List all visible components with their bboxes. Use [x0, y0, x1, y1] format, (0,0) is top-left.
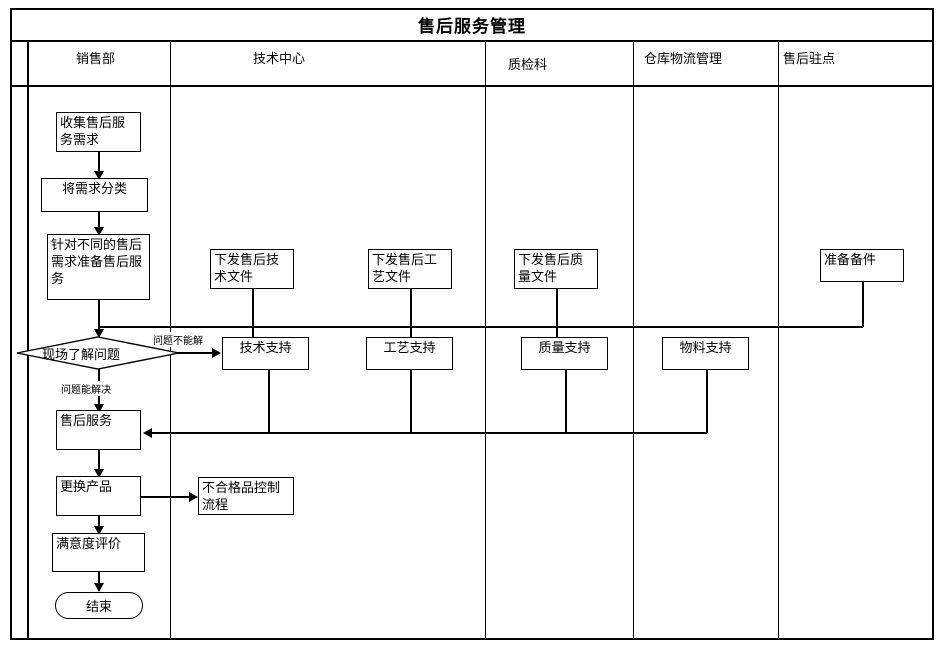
node-issue-quality-doc[interactable]: 下发售后质量文件: [514, 249, 598, 289]
node-label: 物料支持: [679, 341, 732, 356]
node-label: 更换产品: [60, 480, 113, 495]
node-label: 不合格品控制流程: [202, 481, 281, 513]
node-issue-process-doc[interactable]: 下发售后工艺文件: [368, 249, 452, 289]
node-label: 下发售后工艺文件: [372, 253, 438, 285]
node-label: 工艺支持: [383, 341, 436, 356]
connector-qualitysupport-drop: [565, 370, 567, 433]
node-collect-service-demand[interactable]: 收集售后服务需求: [56, 112, 141, 152]
edge-label-can-solve: 问题能解决: [60, 381, 112, 396]
connector-spares-bus: [98, 326, 863, 328]
node-label: 准备备件: [824, 253, 877, 268]
node-label: 结束: [85, 600, 112, 615]
node-classify-demand[interactable]: 将需求分类: [41, 178, 148, 212]
title-separator: [10, 40, 934, 42]
node-label: 售后服务: [60, 414, 113, 429]
node-after-sales-service[interactable]: 售后服务: [56, 410, 141, 450]
node-label: 满意度评价: [56, 537, 122, 552]
lane-divider-qc-warehouse: [633, 41, 634, 640]
node-nonconforming-control-process[interactable]: 不合格品控制流程: [198, 477, 294, 515]
connector-service-replace: [98, 450, 100, 476]
node-tech-support[interactable]: 技术支持: [222, 337, 309, 370]
node-end[interactable]: 结束: [55, 592, 143, 619]
lane-header-sales: 销售部: [76, 52, 116, 67]
arrow-n1-n2: [94, 171, 104, 180]
diagram-outer-frame: [10, 8, 934, 640]
connector-satisfaction-end: [98, 572, 100, 590]
arrow-decision-tech-support: [212, 348, 221, 358]
arrow-service-replace: [94, 469, 104, 478]
connector-replace-satisfaction: [98, 516, 100, 533]
arrow-n3-decision: [94, 329, 104, 338]
lane-header-station: 售后驻点: [783, 52, 836, 67]
lane-header-warehouse: 仓库物流管理: [644, 52, 723, 67]
node-onsite-diagnose[interactable]: 现场了解问题: [16, 336, 180, 370]
node-label: 质量支持: [538, 341, 591, 356]
connector-qualitydoc-qualitysupport: [556, 289, 558, 337]
lane-header-qc: 质检科: [508, 58, 548, 73]
connector-support-return-bus: [152, 432, 707, 434]
arrow-support-return-service: [143, 428, 152, 438]
connector-n1-n2: [98, 152, 100, 178]
node-prepare-service[interactable]: 针对不同的售后需求准备售后服务: [47, 234, 150, 300]
lane-divider-warehouse-station: [778, 41, 779, 640]
node-issue-tech-doc[interactable]: 下发售后技术文件: [210, 249, 294, 289]
node-label: 收集售后服务需求: [60, 116, 126, 148]
connector-n3-decision: [98, 300, 100, 338]
node-label: 将需求分类: [61, 182, 127, 197]
page-title: 售后服务管理: [418, 17, 526, 37]
lane-header-separator: [10, 85, 934, 87]
lane-divider-tech-qc: [485, 41, 486, 640]
connector-replace-nonconform: [141, 496, 194, 498]
node-satisfaction-evaluation[interactable]: 满意度评价: [52, 533, 145, 572]
connector-spares-drop: [862, 282, 864, 327]
edge-label-cannot-solve: 问题不能解: [152, 332, 204, 347]
lane-header-tech: 技术中心: [253, 52, 306, 67]
arrow-decision-service: [94, 404, 104, 413]
arrow-replace-nonconform: [189, 492, 198, 502]
connector-techdoc-techsupport: [252, 289, 254, 337]
arrow-replace-satisfaction: [94, 526, 104, 535]
connector-processdoc-processsupport: [410, 289, 412, 337]
node-label: 下发售后技术文件: [214, 253, 280, 285]
arrow-satisfaction-end: [94, 583, 104, 592]
connector-decision-tech-support: [170, 352, 217, 354]
connector-processsupport-drop: [410, 370, 412, 433]
node-label: 技术支持: [239, 341, 292, 356]
node-prepare-spare-parts[interactable]: 准备备件: [820, 249, 904, 282]
node-quality-support[interactable]: 质量支持: [521, 337, 608, 370]
connector-n2-n3: [98, 212, 100, 234]
node-replace-product[interactable]: 更换产品: [56, 476, 141, 516]
node-label: 下发售后质量文件: [518, 253, 584, 285]
node-label: 现场了解问题: [42, 348, 121, 363]
node-material-support[interactable]: 物料支持: [662, 337, 749, 370]
node-process-support[interactable]: 工艺支持: [366, 337, 453, 370]
node-label: 针对不同的售后需求准备售后服务: [51, 238, 143, 287]
connector-techsupport-drop: [268, 370, 270, 433]
connector-materialsupport-drop: [706, 370, 708, 433]
lane-divider-margin: [27, 41, 29, 640]
arrow-n2-n3: [94, 227, 104, 236]
